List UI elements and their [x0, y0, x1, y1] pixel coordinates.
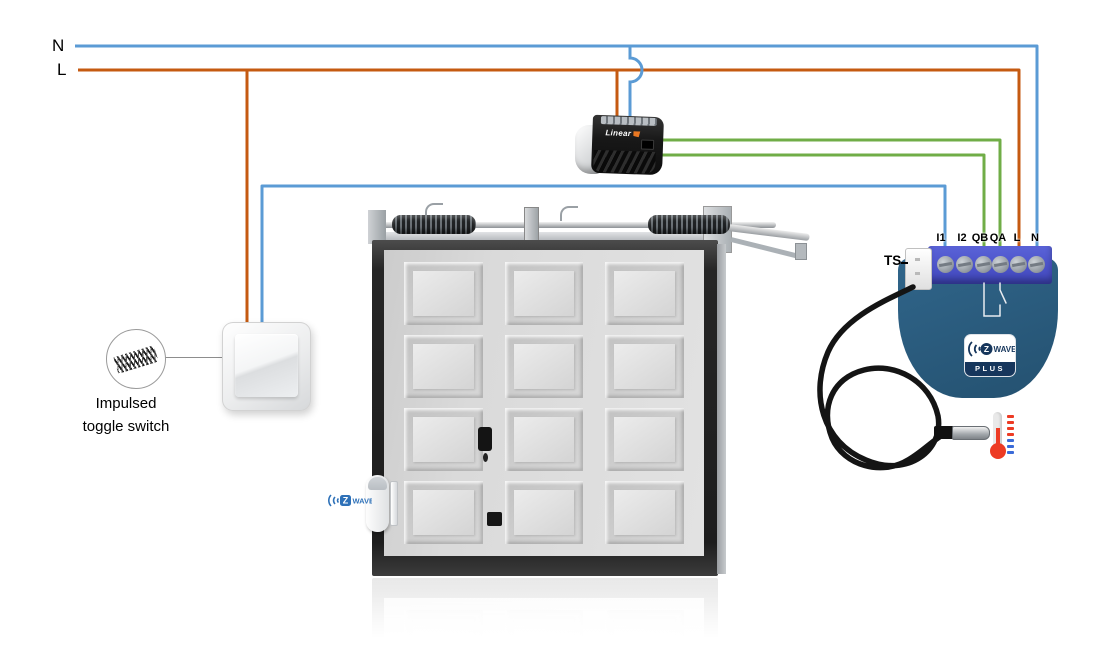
zwave-z-box	[340, 495, 351, 506]
zwave-waves-icon	[328, 494, 340, 507]
opener-ribs	[593, 149, 656, 174]
zwave-plus-logo: Z WAVE	[968, 341, 1016, 357]
opener-brand-logo	[633, 131, 640, 137]
reflection-fade	[350, 578, 740, 651]
garage-door-opener: Linear	[575, 112, 665, 176]
opener-body: Linear	[591, 114, 664, 176]
line-label: L	[57, 60, 67, 79]
callout-line	[164, 357, 222, 358]
toggle-switch-caption: Impulsed toggle switch	[50, 393, 202, 438]
toggle-switch-caption-line2: toggle switch	[82, 417, 170, 435]
opener-brand-label: Linear	[605, 128, 640, 138]
ts-label: TS	[884, 253, 902, 268]
terminal-label-i1: I1	[936, 232, 946, 244]
zwave-plus-waves-icon	[968, 341, 981, 357]
door-panel	[504, 408, 584, 471]
temp-sensor-connector	[905, 248, 932, 290]
door-panel	[504, 481, 584, 544]
left-end-plate	[368, 210, 386, 244]
terminal-screw-n	[1028, 256, 1045, 273]
terminal-screw-i1	[937, 256, 954, 273]
zwave-plus-z-circle	[980, 343, 993, 355]
toggle-switch-rocker	[235, 334, 298, 397]
toggle-switch-caption-line1: Impulsed	[95, 395, 157, 412]
zwave-wave-text: WAVE	[353, 497, 373, 506]
temp-probe-tip	[952, 426, 990, 440]
torsion-spring-right	[648, 215, 730, 234]
zwave-logo: Z WAVE	[328, 494, 373, 507]
torsion-spring-left	[392, 215, 476, 234]
opener-brand-text: Linear	[605, 128, 632, 139]
zwave-z-letter: Z	[343, 496, 349, 506]
spring-coil-icon	[113, 345, 159, 374]
center-bracket	[524, 207, 539, 242]
door-panel	[605, 262, 684, 325]
terminal-label-n: N	[1031, 232, 1039, 244]
door-rail-arm-lower	[730, 237, 798, 259]
terminal-block	[928, 246, 1052, 284]
opener-vent	[600, 116, 657, 127]
door-sensor	[366, 475, 389, 532]
terminal-screw-qa	[992, 256, 1009, 273]
zwave-plus-text: PLUS	[965, 362, 1015, 376]
door-panel	[404, 481, 483, 544]
door-handle	[478, 427, 492, 451]
ts-callout-dash	[901, 262, 908, 264]
neutral-bus-wire	[75, 44, 1039, 248]
door-panel	[504, 262, 584, 325]
door-panel	[404, 262, 483, 325]
door-keyhole	[483, 453, 488, 462]
door-panel	[605, 335, 684, 398]
door-panel	[605, 481, 684, 544]
door-panel	[404, 408, 483, 471]
opener-lens	[640, 139, 655, 150]
zwave-plus-wave-text: WAVE	[994, 345, 1016, 354]
terminal-screw-l	[1010, 256, 1027, 273]
garage-door	[372, 240, 726, 576]
zwave-plus-badge: Z WAVE PLUS	[965, 335, 1015, 376]
rail-end-bracket	[795, 243, 807, 260]
temp-probe-sleeve	[934, 426, 954, 439]
toggle-switch	[222, 322, 311, 411]
neutral-label: N	[52, 36, 65, 55]
thermometer-icon	[988, 410, 1018, 460]
spring-detail-circle	[106, 329, 166, 389]
terminal-screw-i2	[956, 256, 973, 273]
door-slab	[384, 250, 704, 556]
door-frame-right-face	[717, 244, 726, 574]
door-panel	[504, 335, 584, 398]
zwave-plus-z-letter: Z	[984, 344, 989, 354]
door-panel	[404, 335, 483, 398]
terminal-screw-qb	[975, 256, 992, 273]
terminal-label-l: L	[1013, 232, 1021, 244]
terminal-label-qa: QA	[989, 232, 1007, 244]
zwave-plus-badge-top: Z WAVE	[965, 335, 1015, 362]
door-lock	[487, 512, 502, 526]
cable-hook	[560, 206, 578, 221]
door-panel	[605, 408, 684, 471]
terminal-label-i2: I2	[957, 232, 967, 244]
terminal-label-qb: QB	[971, 232, 989, 244]
door-sensor-magnet	[390, 481, 398, 526]
